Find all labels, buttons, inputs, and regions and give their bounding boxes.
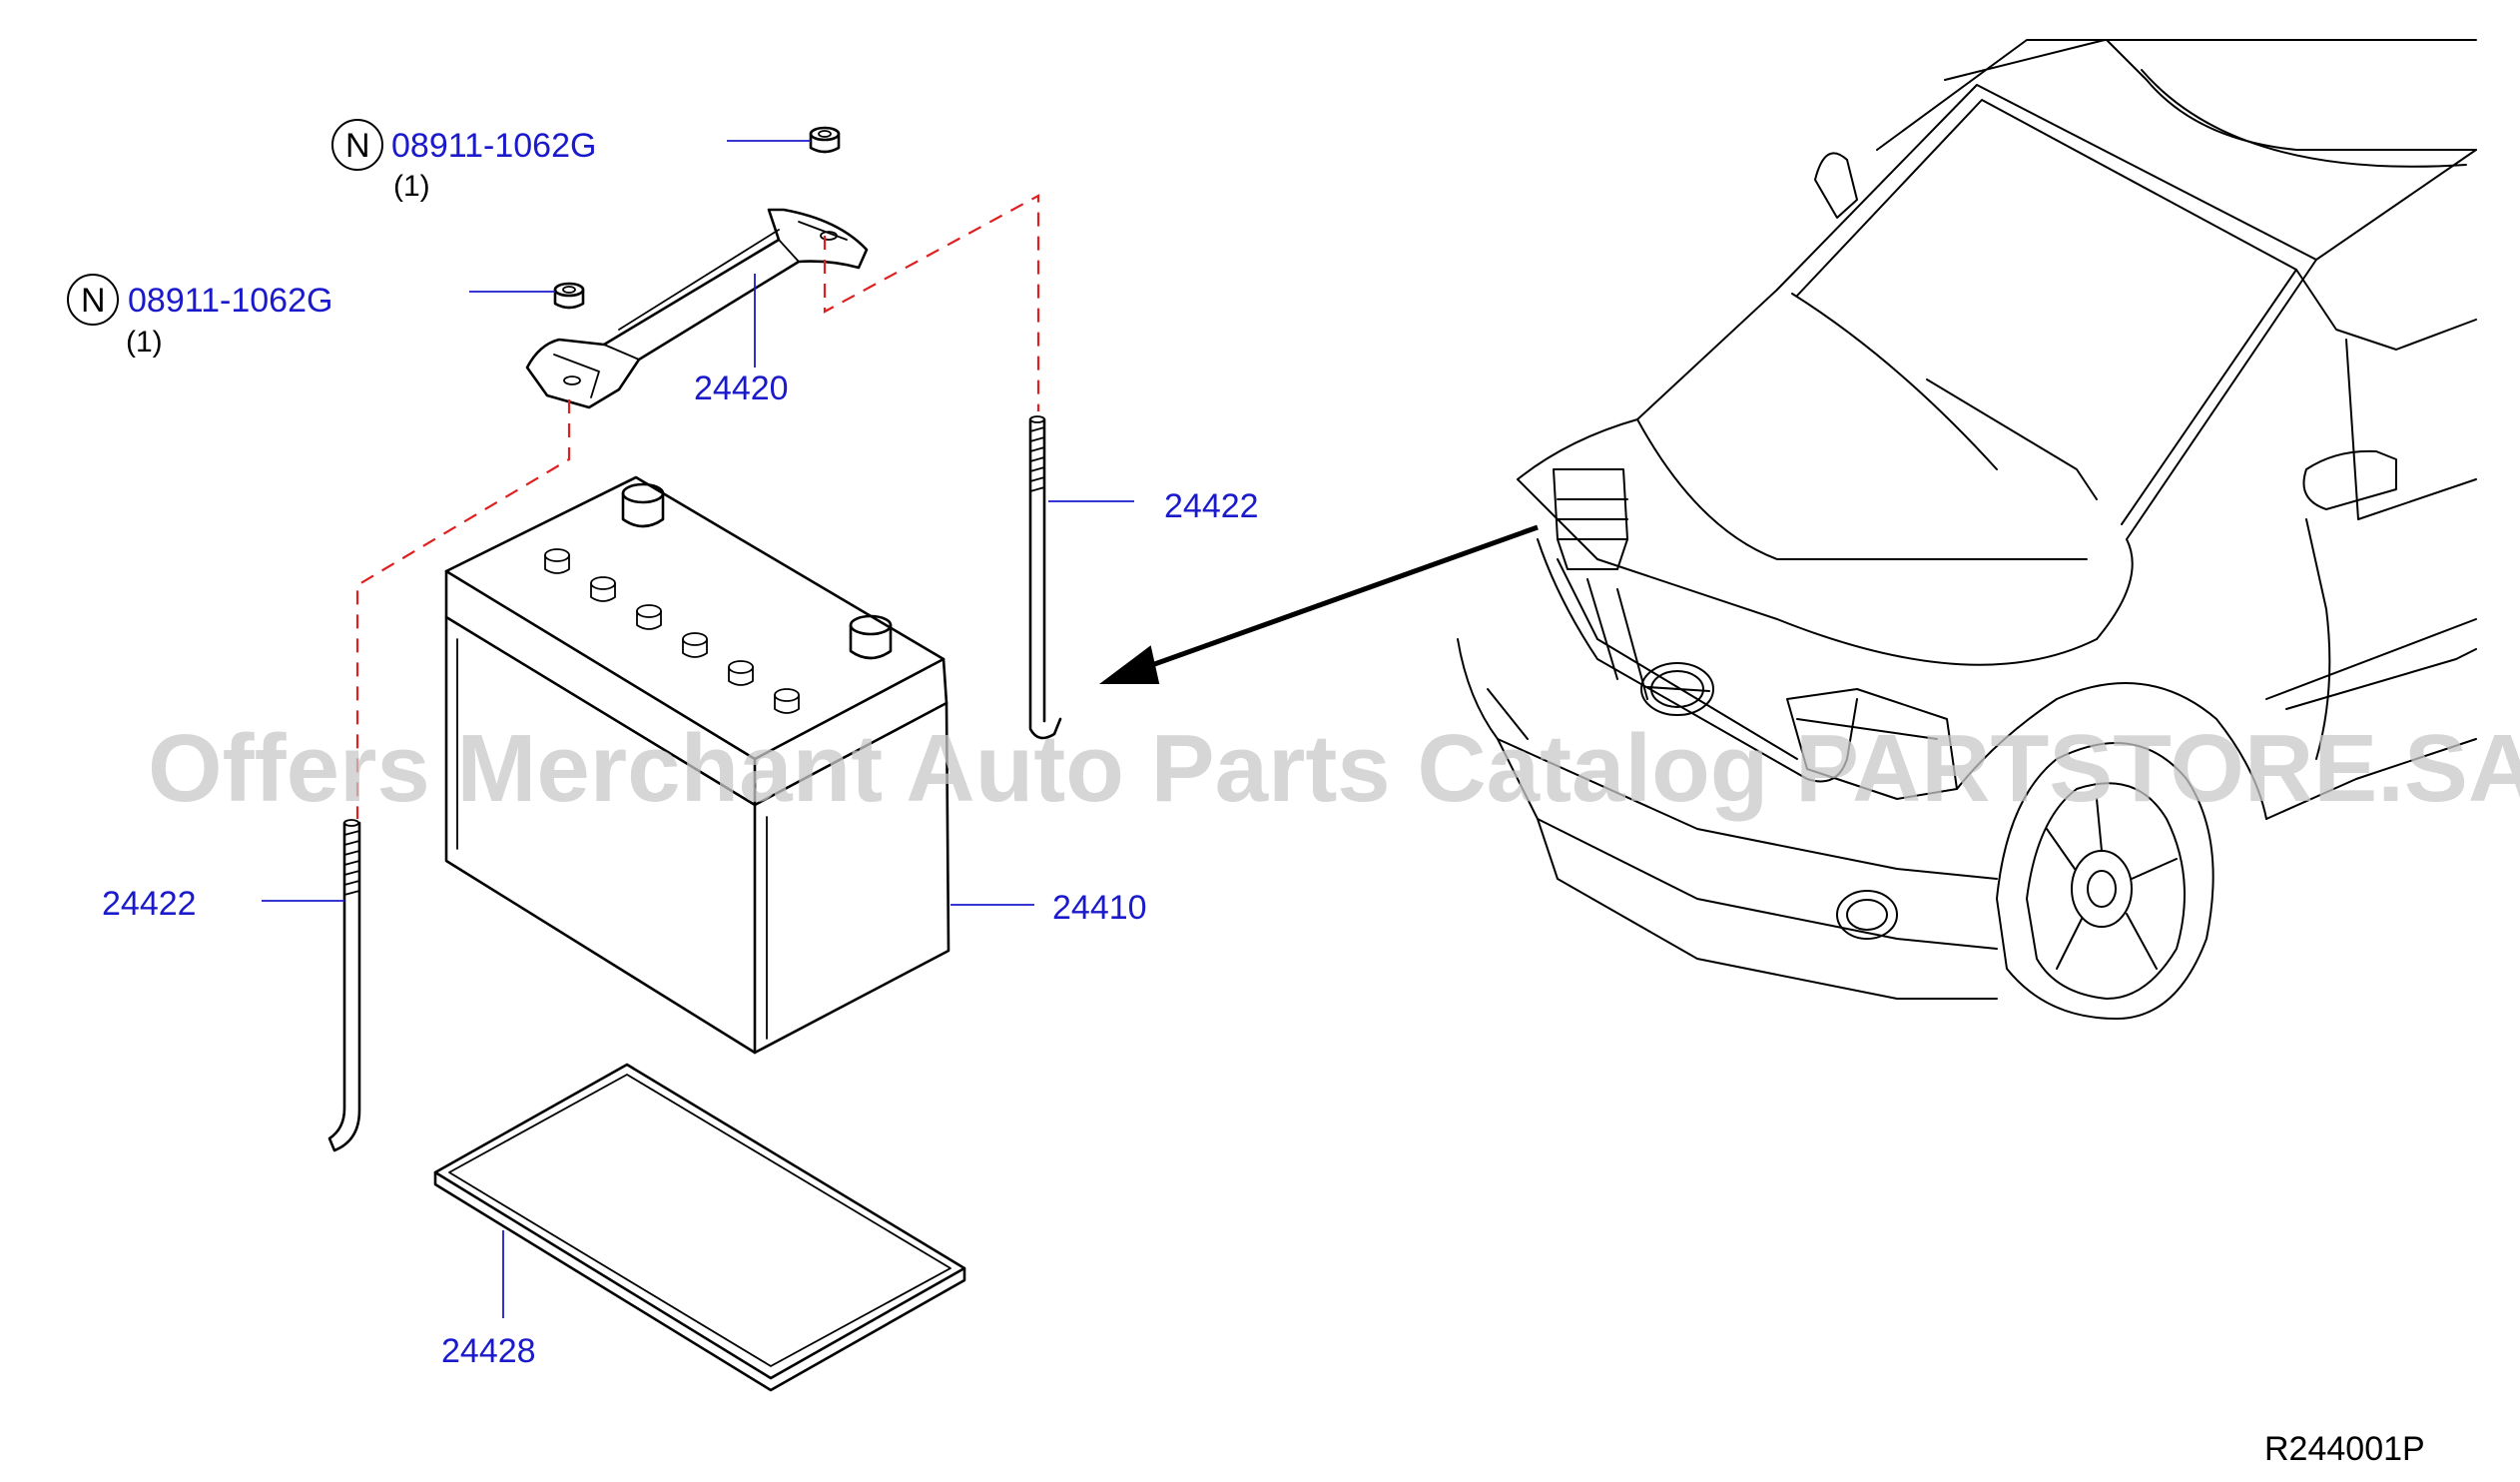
- watermark: Offers Merchant Auto Parts Catalog PARTS…: [148, 715, 2520, 822]
- nut-upper-qty: (1): [393, 170, 430, 203]
- battery-bracket: [525, 208, 869, 409]
- n-mark-upper-text: N: [345, 127, 370, 165]
- hold-down-rod-right: [1028, 415, 1062, 740]
- diagram-reference-code: R244001P: [2264, 1430, 2425, 1468]
- battery-tray: [433, 1063, 966, 1392]
- n-mark-upper: [331, 119, 383, 171]
- nut-upper: [809, 126, 841, 154]
- nut-lower-qty: (1): [126, 326, 163, 359]
- nut-lower: [553, 282, 585, 310]
- battery: [444, 475, 950, 1055]
- callout-nut-upper: N 08911-1062G (1): [331, 119, 596, 203]
- battery-part-number: 24410: [1052, 889, 1147, 927]
- vehicle-outline: [1099, 39, 2477, 1020]
- tray-part-number: 24428: [441, 1332, 536, 1370]
- hold-down-rod-left: [327, 819, 361, 1152]
- leader-lines: [262, 140, 1134, 1318]
- n-mark-lower: [67, 274, 119, 326]
- bracket-part-number: 24420: [694, 370, 789, 407]
- rod-right-part-number: 24422: [1164, 487, 1259, 525]
- rod-left-part-number: 24422: [102, 885, 197, 923]
- n-mark-lower-text: N: [81, 282, 106, 320]
- assembly-lines: [355, 194, 1040, 819]
- nut-upper-code: 08911-1062G: [391, 127, 596, 165]
- callout-nut-lower: N 08911-1062G (1): [67, 274, 332, 359]
- nut-lower-code: 08911-1062G: [128, 282, 332, 320]
